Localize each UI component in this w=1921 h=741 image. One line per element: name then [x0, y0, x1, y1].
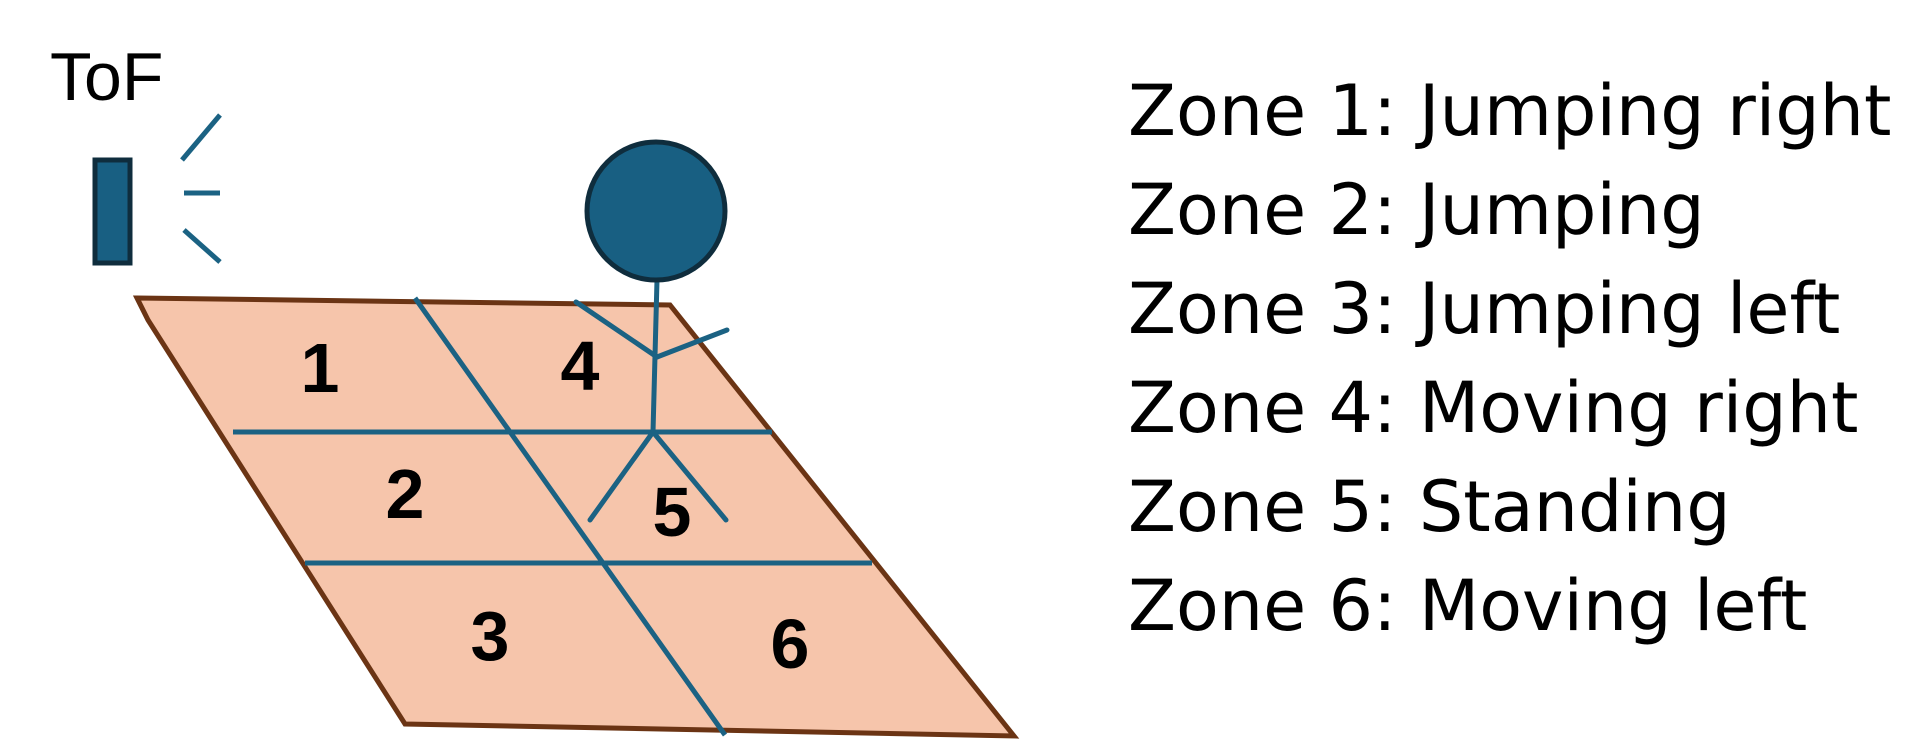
legend-item-zone-4: Zone 4: Moving right [1128, 367, 1859, 449]
legend-item-zone-3: Zone 3: Jumping left [1128, 268, 1841, 350]
tof-sensor-icon [92, 157, 133, 266]
figure-head [584, 139, 728, 283]
grid-line-diagonal [412, 296, 728, 737]
zone-label-2: 2 [386, 455, 425, 533]
zone-label-4: 4 [561, 327, 600, 405]
zone-label-5: 5 [653, 473, 692, 551]
figure-leg-left [587, 429, 656, 523]
tof-label: ToF [50, 39, 163, 115]
legend-item-zone-1: Zone 1: Jumping right [1128, 70, 1892, 152]
zone-label-3: 3 [471, 597, 510, 675]
signal-wave-icon [180, 113, 222, 264]
legend-item-zone-2: Zone 2: Jumping [1128, 169, 1705, 251]
figure-arm-right [654, 327, 730, 360]
figure-arm-left [573, 299, 660, 360]
zone-label-6: 6 [771, 605, 810, 683]
legend-item-zone-5: Zone 5: Standing [1128, 466, 1731, 548]
zone-grid [233, 296, 872, 737]
zone-label-1: 1 [301, 329, 340, 407]
figure-leg-right [650, 429, 729, 523]
stick-figure-icon [573, 277, 730, 523]
legend-item-zone-6: Zone 6: Moving left [1128, 565, 1808, 647]
zone-legend: Zone 1: Jumping right Zone 2: Jumping Zo… [1128, 62, 1891, 656]
